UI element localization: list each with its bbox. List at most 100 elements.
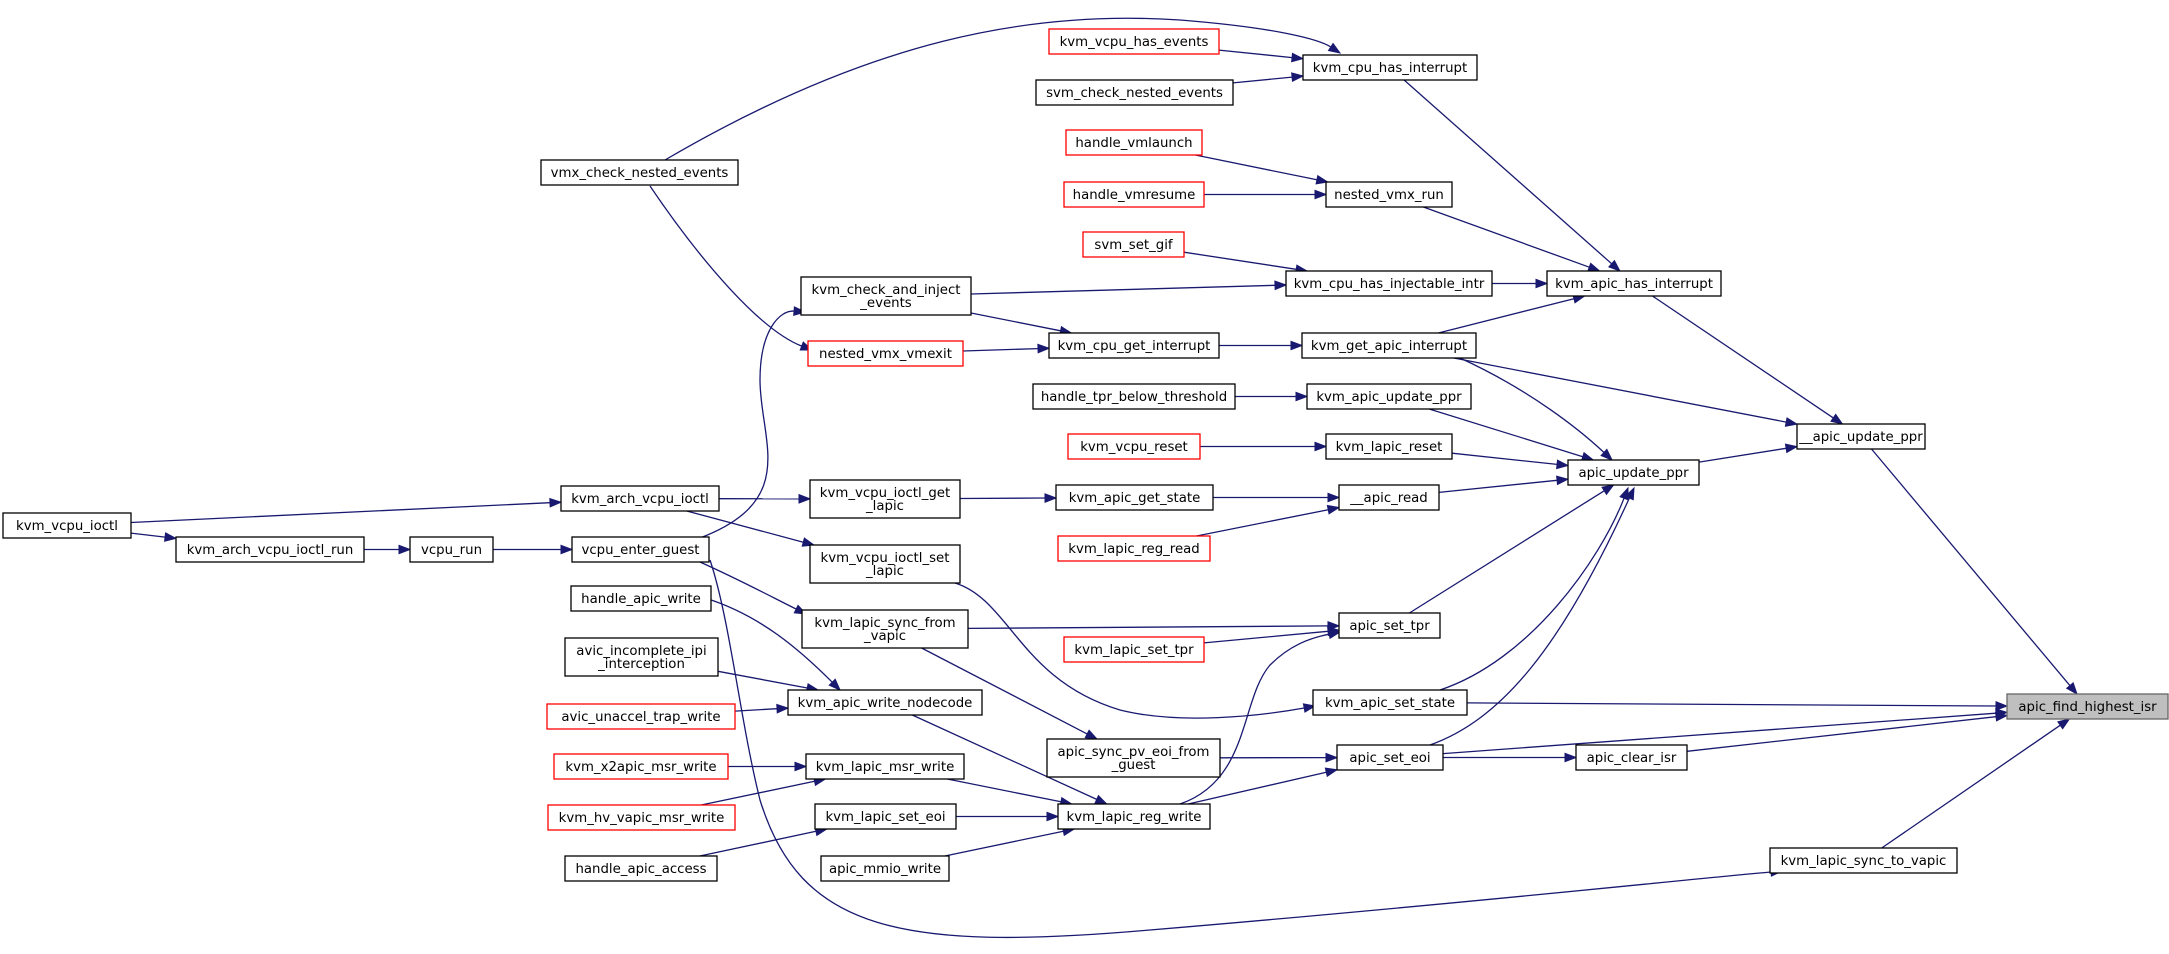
function-node-kvm-cpu-has-interrupt[interactable]: kvm_cpu_has_interrupt bbox=[1302, 54, 1478, 81]
function-node-kvm-apic-has-interrupt[interactable]: kvm_apic_has_interrupt bbox=[1546, 270, 1722, 297]
call-edge-kvm-lapic-sync-from-vapic-to-apic-sync-pv-eoi-from-guest bbox=[921, 647, 1099, 740]
function-node-apic-set-eoi[interactable]: apic_set_eoi bbox=[1336, 744, 1444, 771]
call-edge-kvm-check-and-inject-events-to-kvm-cpu-get-interrupt bbox=[970, 312, 1073, 336]
call-edge-vcpu-enter-guest-to-kvm-check-and-inject-events bbox=[699, 306, 807, 539]
edge-path bbox=[130, 502, 551, 524]
edge-path bbox=[686, 510, 804, 543]
function-node-apic-sync-pv-eoi-from-guest[interactable]: apic_sync_pv_eoi_from_guest bbox=[1046, 738, 1221, 778]
edge-path bbox=[701, 780, 815, 806]
function-node-apic-clear-isr[interactable]: apic_clear_isr bbox=[1575, 744, 1688, 771]
call-edge-kvm-hv-vapic-msr-write-to-kvm-lapic-msr-write bbox=[701, 776, 827, 806]
function-node-handle-tpr-below-threshold[interactable]: handle_tpr_below_threshold bbox=[1032, 383, 1236, 410]
function-node-avic-unaccel-trap-write[interactable]: avic_unaccel_trap_write bbox=[546, 703, 736, 730]
edge-path bbox=[1439, 498, 1625, 691]
function-node-svm-check-nested-events[interactable]: svm_check_nested_events bbox=[1035, 79, 1234, 106]
function-node-kvm-cpu-get-interrupt[interactable]: kvm_cpu_get_interrupt bbox=[1048, 332, 1220, 359]
edge-path bbox=[962, 347, 1039, 352]
function-node-find-highest-isr[interactable]: apic_find_highest_isr bbox=[2006, 693, 2169, 720]
node-box bbox=[814, 803, 957, 830]
node-box bbox=[547, 804, 736, 831]
node-box bbox=[1306, 383, 1472, 410]
function-node-kvm-get-apic-interrupt[interactable]: kvm_get_apic_interrupt bbox=[1301, 332, 1477, 359]
node-label: kvm_hv_vapic_msr_write bbox=[559, 811, 725, 826]
function-node-kvm-apic-write-nodecode[interactable]: kvm_apic_write_nodecode bbox=[787, 689, 983, 716]
node-box bbox=[1575, 744, 1688, 771]
edge-path bbox=[734, 708, 778, 712]
function-node-kvm-vcpu-reset[interactable]: kvm_vcpu_reset bbox=[1067, 433, 1201, 460]
call-edge-handle-tpr-below-threshold-to-kvm-apic-update-ppr bbox=[1235, 391, 1309, 402]
function-node-kvm-check-and-inject-events[interactable]: kvm_check_and_inject_events bbox=[800, 276, 972, 316]
function-node-apic-mmio-write[interactable]: apic_mmio_write bbox=[820, 855, 950, 882]
edge-arrowhead bbox=[1295, 391, 1309, 402]
node-label: avic_incomplete_ipi bbox=[576, 644, 706, 659]
node-label: kvm_arch_vcpu_ioctl_run bbox=[187, 543, 354, 558]
edge-path bbox=[947, 778, 1062, 803]
function-node-kvm-cpu-has-injectable-intr[interactable]: kvm_cpu_has_injectable_intr bbox=[1285, 270, 1493, 297]
node-label: kvm_apic_set_state bbox=[1325, 696, 1455, 711]
function-node-nested-vmx-vmexit[interactable]: nested_vmx_vmexit bbox=[807, 340, 964, 367]
function-node-kvm-arch-vcpu-ioctl[interactable]: kvm_arch_vcpu_ioctl bbox=[560, 485, 720, 512]
function-node-kvm-arch-vcpu-ioctl-run[interactable]: kvm_arch_vcpu_ioctl_run bbox=[175, 536, 365, 563]
node-label: apic_set_eoi bbox=[1349, 751, 1430, 766]
function-node-kvm-lapic-reg-write[interactable]: kvm_lapic_reg_write bbox=[1057, 803, 1211, 830]
function-node-svm-set-gif[interactable]: svm_set_gif bbox=[1082, 231, 1185, 258]
edge-arrowhead bbox=[1326, 504, 1341, 515]
function-node-kvm-apic-set-state[interactable]: kvm_apic_set_state bbox=[1312, 689, 1468, 716]
edge-arrowhead bbox=[164, 532, 178, 542]
node-label: vcpu_run bbox=[421, 543, 482, 558]
function-node-kvm-lapic-reset[interactable]: kvm_lapic_reset bbox=[1325, 433, 1453, 460]
function-node-kvm-vcpu-ioctl[interactable]: kvm_vcpu_ioctl bbox=[2, 512, 132, 539]
edge-path bbox=[1881, 724, 2061, 849]
function-node-kvm-lapic-sync-from-vapic[interactable]: kvm_lapic_sync_from_vapic bbox=[801, 609, 969, 649]
function-node-apic-set-tpr[interactable]: apic_set_tpr bbox=[1338, 612, 1441, 639]
function-node-avic-incomplete-ipi-interception[interactable]: avic_incomplete_ipi_interception bbox=[564, 637, 719, 677]
edge-arrowhead bbox=[1094, 794, 1108, 805]
call-edge-nested-vmx-run-to-kvm-apic-has-interrupt bbox=[1423, 206, 1601, 272]
function-node-kvm-lapic-set-tpr[interactable]: kvm_lapic_set_tpr bbox=[1063, 636, 1205, 663]
function-node-nested-vmx-run[interactable]: nested_vmx_run bbox=[1325, 181, 1453, 208]
node-box bbox=[2, 512, 132, 539]
function-node-kvm-x2apic-msr-write[interactable]: kvm_x2apic_msr_write bbox=[553, 753, 729, 780]
node-label: kvm_apic_has_interrupt bbox=[1555, 277, 1713, 292]
function-node-kvm-apic-update-ppr[interactable]: kvm_apic_update_ppr bbox=[1306, 383, 1472, 410]
function-node-kvm-lapic-set-eoi[interactable]: kvm_lapic_set_eoi bbox=[814, 803, 957, 830]
node-label: __apic_update_ppr bbox=[1798, 430, 1923, 445]
function-node-kvm-vcpu-ioctl-set-lapic[interactable]: kvm_vcpu_ioctl_set_lapic bbox=[809, 544, 961, 584]
node-label: kvm_cpu_get_interrupt bbox=[1058, 339, 1211, 354]
function-node-kvm-lapic-sync-to-vapic[interactable]: kvm_lapic_sync_to_vapic bbox=[1769, 847, 1958, 874]
function-node-apic-read[interactable]: __apic_read bbox=[1338, 484, 1440, 511]
node-box bbox=[1546, 270, 1722, 297]
function-node-handle-apic-access[interactable]: handle_apic_access bbox=[564, 855, 718, 882]
edge-arrowhead bbox=[560, 544, 574, 555]
node-label: nested_vmx_vmexit bbox=[819, 347, 952, 362]
node-label: kvm_apic_update_ppr bbox=[1316, 390, 1462, 405]
edge-arrowhead bbox=[1830, 413, 1844, 425]
function-node-kvm-lapic-reg-read[interactable]: kvm_lapic_reg_read bbox=[1057, 535, 1211, 562]
function-node-vmx-check-nested-events[interactable]: vmx_check_nested_events bbox=[540, 159, 739, 186]
function-node-apic-update-ppr[interactable]: apic_update_ppr bbox=[1567, 459, 1700, 486]
function-node-handle-vmlaunch[interactable]: handle_vmlaunch bbox=[1065, 129, 1203, 156]
function-node-kvm-hv-vapic-msr-write[interactable]: kvm_hv_vapic_msr_write bbox=[547, 804, 736, 831]
function-node-apic-update-ppr-u[interactable]: __apic_update_ppr bbox=[1796, 423, 1926, 450]
function-node-kvm-apic-get-state[interactable]: kvm_apic_get_state bbox=[1055, 484, 1214, 511]
call-edge-kvm-get-apic-interrupt-to-kvm-apic-has-interrupt bbox=[1438, 294, 1586, 334]
node-label: apic_clear_isr bbox=[1587, 751, 1677, 766]
edge-arrowhead bbox=[2057, 718, 2071, 730]
edge-path bbox=[1453, 357, 1787, 423]
node-box bbox=[175, 536, 365, 563]
call-edge-kvm-vcpu-has-events-to-kvm-cpu-has-interrupt bbox=[1218, 49, 1305, 63]
node-box bbox=[409, 536, 494, 563]
edge-path bbox=[1686, 716, 1997, 752]
function-node-handle-apic-write[interactable]: handle_apic_write bbox=[570, 585, 712, 612]
node-box bbox=[1063, 636, 1205, 663]
function-node-kvm-lapic-msr-write[interactable]: kvm_lapic_msr_write bbox=[805, 753, 965, 780]
function-node-kvm-vcpu-ioctl-get-lapic[interactable]: kvm_vcpu_ioctl_get_lapic bbox=[809, 479, 961, 519]
node-box bbox=[1301, 332, 1477, 359]
function-node-vcpu-run[interactable]: vcpu_run bbox=[409, 536, 494, 563]
call-edge-kvm-vcpu-ioctl-to-kvm-arch-vcpu-ioctl-run bbox=[130, 532, 178, 542]
edge-arrowhead bbox=[1995, 711, 2009, 722]
function-node-kvm-vcpu-has-events[interactable]: kvm_vcpu_has_events bbox=[1048, 28, 1220, 55]
edge-path bbox=[1466, 702, 1997, 707]
function-node-vcpu-enter-guest[interactable]: vcpu_enter_guest bbox=[571, 536, 710, 563]
function-node-handle-vmresume[interactable]: handle_vmresume bbox=[1063, 181, 1205, 208]
